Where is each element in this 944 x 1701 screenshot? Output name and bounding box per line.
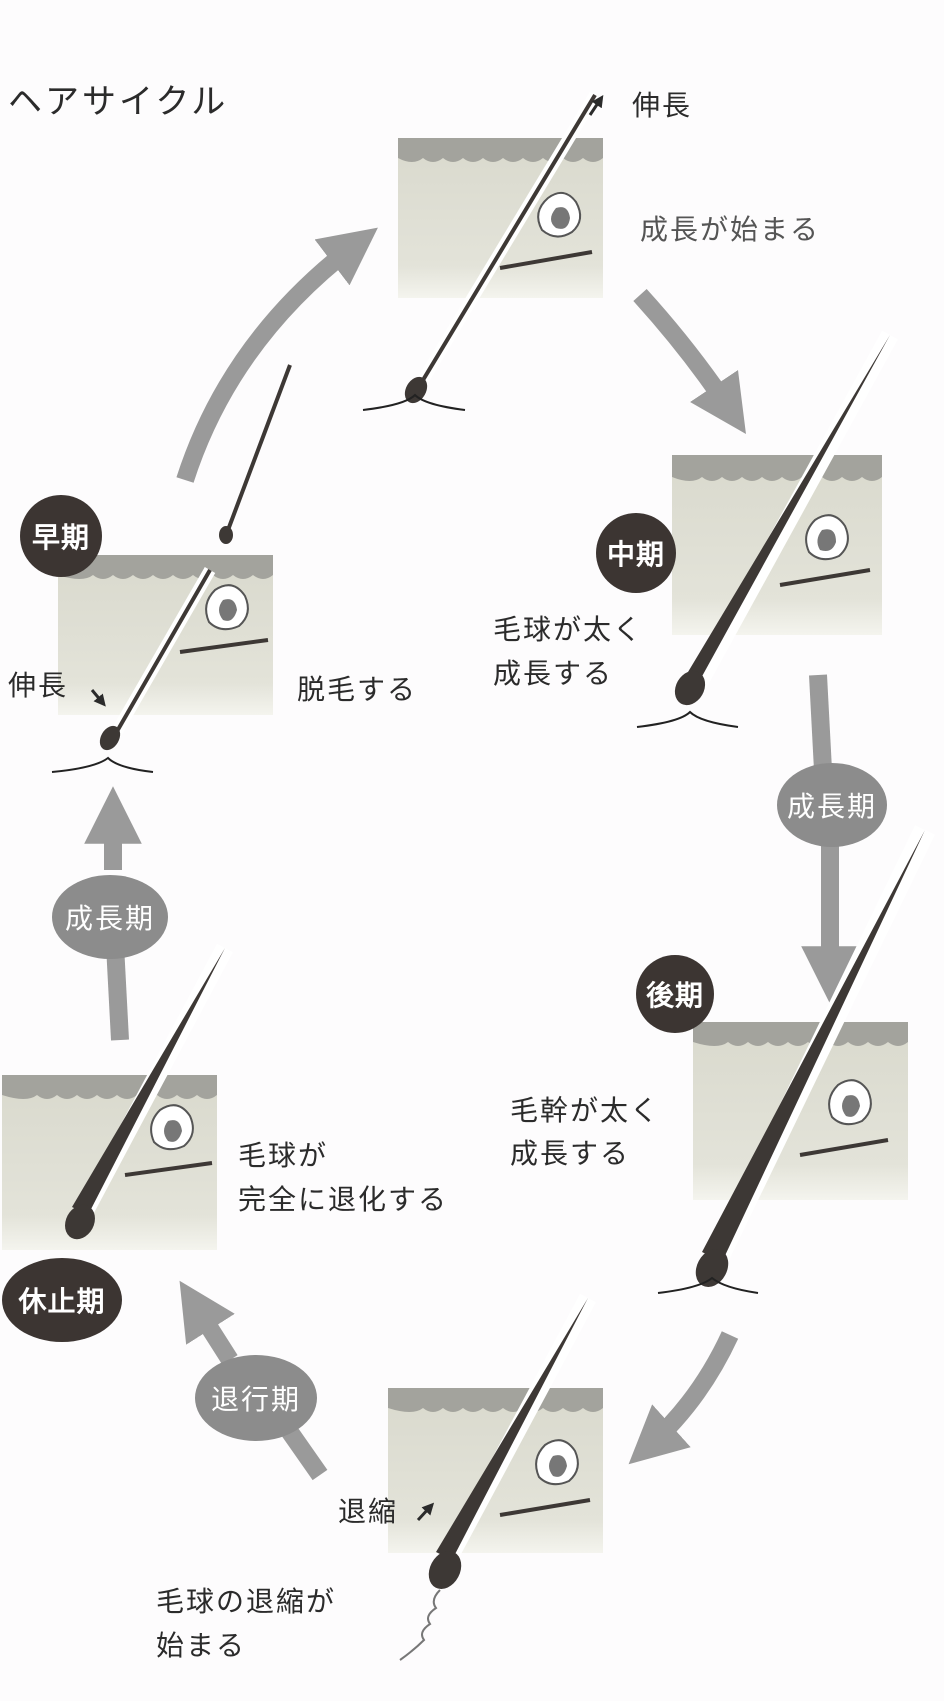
- annotation-elongation-left: 伸長: [8, 669, 69, 702]
- badge-telogen-phase: 休止期: [2, 1258, 122, 1342]
- stage-catagen-label-line1: 毛球の退縮が: [156, 1585, 337, 1618]
- badge-late-phase: 後期: [636, 955, 714, 1033]
- stage-middle-label-line2: 成長する: [493, 657, 614, 690]
- arrow-up-right-icon: [416, 1502, 435, 1522]
- skin-block-late: [657, 825, 935, 1294]
- arrow-start-to-middle: [633, 288, 746, 434]
- arrow-catagen-segment: [277, 1419, 328, 1481]
- arrow-up-right-icon: [588, 95, 604, 116]
- phase-badge-anagen-right: 成長期: [777, 763, 887, 847]
- arrow-middle-segment: [809, 674, 832, 771]
- arrow-telogen-segment: [106, 944, 129, 1041]
- arrow-late-to-catagen: [628, 1331, 739, 1465]
- skin-block-telogen: [2, 943, 233, 1250]
- cycle-arrows: [84, 227, 859, 1481]
- page-title: ヘアサイクル: [8, 82, 229, 122]
- phase-badge-catagen: 退行期: [195, 1355, 317, 1441]
- arrow-catagen-to-telogen: [179, 1280, 238, 1365]
- stage-late-label-line2: 成長する: [510, 1137, 631, 1170]
- stage-late-label-line1: 毛幹が太く: [510, 1094, 661, 1127]
- annotation-shrinking: 退縮: [338, 1495, 399, 1528]
- stage-catagen-label-line2: 始まる: [156, 1629, 247, 1662]
- stage-telogen-label-line2: 完全に退化する: [238, 1183, 449, 1216]
- stage-early-label: 脱毛する: [297, 673, 418, 706]
- badge-early-phase: 早期: [20, 495, 102, 577]
- arrow-down-right-icon: [90, 689, 106, 707]
- annotation-elongation-top: 伸長: [632, 89, 693, 122]
- stage-start-label: 成長が始まる: [640, 213, 821, 246]
- stage-telogen-label-line1: 毛球が: [238, 1139, 329, 1172]
- stage-middle-label-line1: 毛球が太く: [493, 613, 644, 646]
- skin-block-catagen: [388, 1293, 603, 1661]
- skin-block-early: [51, 364, 292, 773]
- badge-middle-phase: 中期: [596, 513, 676, 593]
- arrow-early-to-start: [176, 227, 378, 483]
- skin-block-middle: [636, 330, 898, 728]
- phase-badge-anagen-left: 成長期: [52, 875, 168, 959]
- skin-block-start: [362, 91, 603, 411]
